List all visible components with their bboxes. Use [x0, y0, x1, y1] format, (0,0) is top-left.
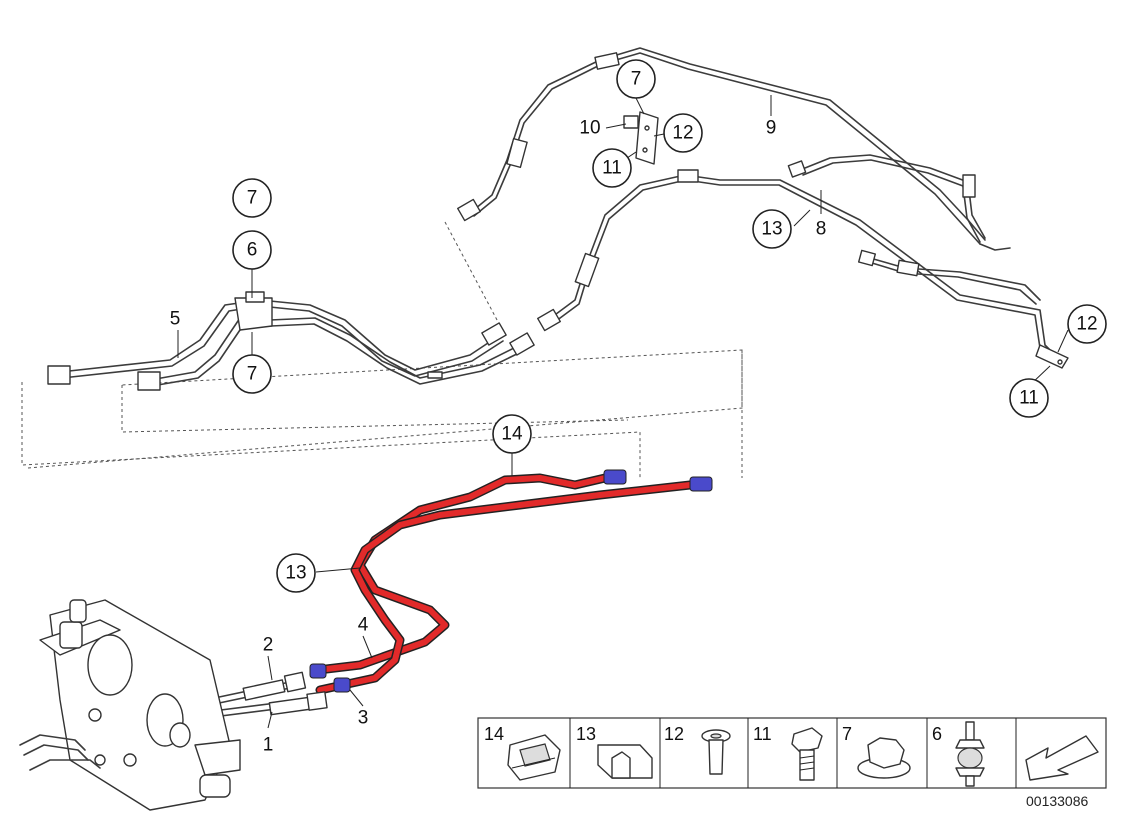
label-5: 5 — [170, 309, 181, 330]
callout-label: 7 — [247, 188, 258, 209]
pipe-clamp-icon — [597, 744, 653, 779]
pipe-8 — [537, 169, 1069, 369]
valve-block — [19, 599, 328, 811]
hex-bolt-icon — [791, 727, 823, 781]
callout-label: 13 — [761, 219, 782, 240]
label-4: 4 — [358, 615, 369, 636]
callout-label: 11 — [1019, 388, 1039, 409]
legend-number: 14 — [484, 724, 504, 744]
callout-13-upper: 13 — [752, 209, 792, 249]
callout-6: 6 — [232, 230, 272, 270]
document-number: 00133086 — [1026, 793, 1089, 809]
callout-label: 7 — [631, 69, 642, 90]
callout-label: 13 — [285, 563, 306, 584]
bracket-upper — [623, 111, 659, 165]
pipe-9 — [457, 47, 1011, 251]
legend-number: 11 — [753, 724, 772, 744]
arrow-icon — [1025, 735, 1099, 781]
callout-label: 6 — [247, 240, 258, 261]
legend-number: 6 — [932, 724, 942, 744]
label-1: 1 — [263, 735, 274, 756]
label-8: 8 — [816, 219, 827, 240]
legend-item-6: 6 — [932, 721, 985, 787]
callout-label: 12 — [1076, 314, 1097, 335]
label-10: 10 — [579, 118, 600, 139]
legend-item-arrow — [1025, 735, 1099, 781]
leader-lines — [177, 95, 1069, 729]
callout-label: 7 — [247, 364, 258, 385]
callout-13-lower: 13 — [276, 553, 316, 593]
legend-number: 7 — [842, 724, 852, 744]
callout-7-top-left: 7 — [232, 178, 272, 218]
label-2: 2 — [263, 635, 274, 656]
callout-11-right: 11 — [1009, 378, 1049, 418]
callout-label: 12 — [672, 123, 693, 144]
hex-nut-icon — [857, 737, 911, 779]
callout-12-right: 12 — [1067, 304, 1107, 344]
callout-label: 11 — [602, 158, 622, 179]
legend-item-7: 7 — [842, 724, 911, 779]
legend-item-13: 13 — [576, 724, 653, 779]
callout-12-upper: 12 — [663, 113, 703, 153]
pipe-5 — [47, 291, 535, 391]
legend-item-11: 11 — [753, 724, 823, 781]
expanding-rivet-icon — [701, 729, 731, 775]
legend-item-12: 12 — [664, 724, 731, 775]
parts-legend: 14 13 12 11 — [477, 717, 1107, 789]
rubber-mount-icon — [955, 721, 985, 787]
callout-11-upper: 11 — [592, 148, 632, 188]
pipe-highlighted — [309, 469, 713, 695]
label-9: 9 — [766, 118, 777, 139]
legend-number: 12 — [664, 724, 684, 744]
callout-7-upper: 7 — [616, 59, 656, 99]
legend-item-14: 14 — [484, 724, 561, 781]
callout-label: 14 — [501, 424, 523, 445]
legend-number: 13 — [576, 724, 596, 744]
callout-7-left: 7 — [232, 354, 272, 394]
dashed-guides — [21, 221, 743, 478]
callout-14: 14 — [492, 414, 532, 454]
clip-icon — [507, 734, 561, 781]
label-3: 3 — [358, 708, 369, 729]
